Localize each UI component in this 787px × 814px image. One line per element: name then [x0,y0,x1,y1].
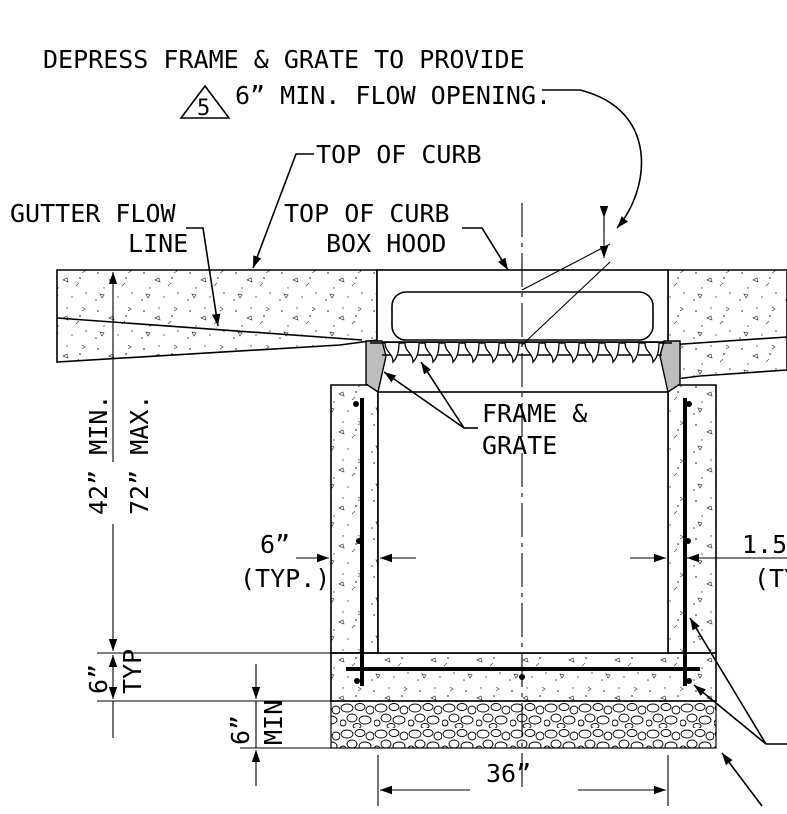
gutter-surface-right [667,336,787,346]
top-of-curb-leader [252,153,314,269]
rebar-leader-upper [689,617,767,745]
width-label: 36” [486,759,531,788]
frame-label-line1: FRAME & [482,399,587,428]
wall-value-label: 6” [260,530,290,559]
grate-bar [444,342,460,364]
grate-bar [384,342,400,364]
grate-bar [464,342,480,364]
grate-bar [484,342,500,364]
gutter-label-line1: GUTTER FLOW [10,199,177,228]
bedding-min-label: MIN [259,700,288,745]
grate-bar [564,342,580,364]
inlet-wall-right [667,384,717,654]
base-value-label: 6” [84,664,113,694]
inlet-wall-left [330,384,379,654]
depth-max-label: 72” MAX. [125,395,154,515]
hood-depress-leader [521,243,611,291]
grate-bar [624,342,640,364]
top-of-curb-label: TOP OF CURB [316,140,482,169]
revision-triangle [179,84,231,119]
depress-note-line1: DEPRESS FRAME & GRATE TO PROVIDE [43,45,525,74]
cover-typ-label: (TYP.) [754,564,787,593]
wall-typ-label: (TYP.) [240,564,330,593]
inlet-interior [377,391,669,654]
grate-bar [424,342,440,364]
depress-note-line2: 6” MIN. FLOW OPENING. [235,81,551,110]
hood-label-line1: TOP OF CURB [284,199,450,228]
depth-min-label: 42” MIN. [84,395,113,515]
grate-bar [504,342,520,364]
gutter-flow-line [56,317,363,341]
bedding-value-label: 6” [226,715,255,745]
hood-label-line2: BOX HOOD [326,229,446,258]
depress-leader [542,89,643,229]
frame-leader-left [383,371,465,429]
frame-seat-right [659,340,681,394]
frame-label-line2: GRATE [482,431,557,460]
grate-bar [604,342,620,364]
grate-bar [524,342,540,364]
base-typ-label: TYP [118,649,147,694]
gutter-label-line2: LINE [128,229,188,258]
gutter-flow-leader [186,227,221,327]
grate [370,342,672,364]
cover-value-label: 1.5” [742,530,787,559]
hood-leader [462,227,509,271]
rebar-leader-lower [693,684,767,745]
rebar-dots [353,401,692,684]
grate-depress-leader [521,261,611,346]
grate-bar [544,342,560,364]
grate-bar [584,342,600,364]
frame-leader-right [420,361,465,429]
revision-number: 5 [197,96,210,121]
grate-bar [644,342,660,364]
bedding-leader [721,752,763,807]
frame-seat-left [365,340,387,394]
gravel-bedding [330,700,717,749]
gutter-slab-right [667,269,787,381]
grate-bar [404,342,420,364]
